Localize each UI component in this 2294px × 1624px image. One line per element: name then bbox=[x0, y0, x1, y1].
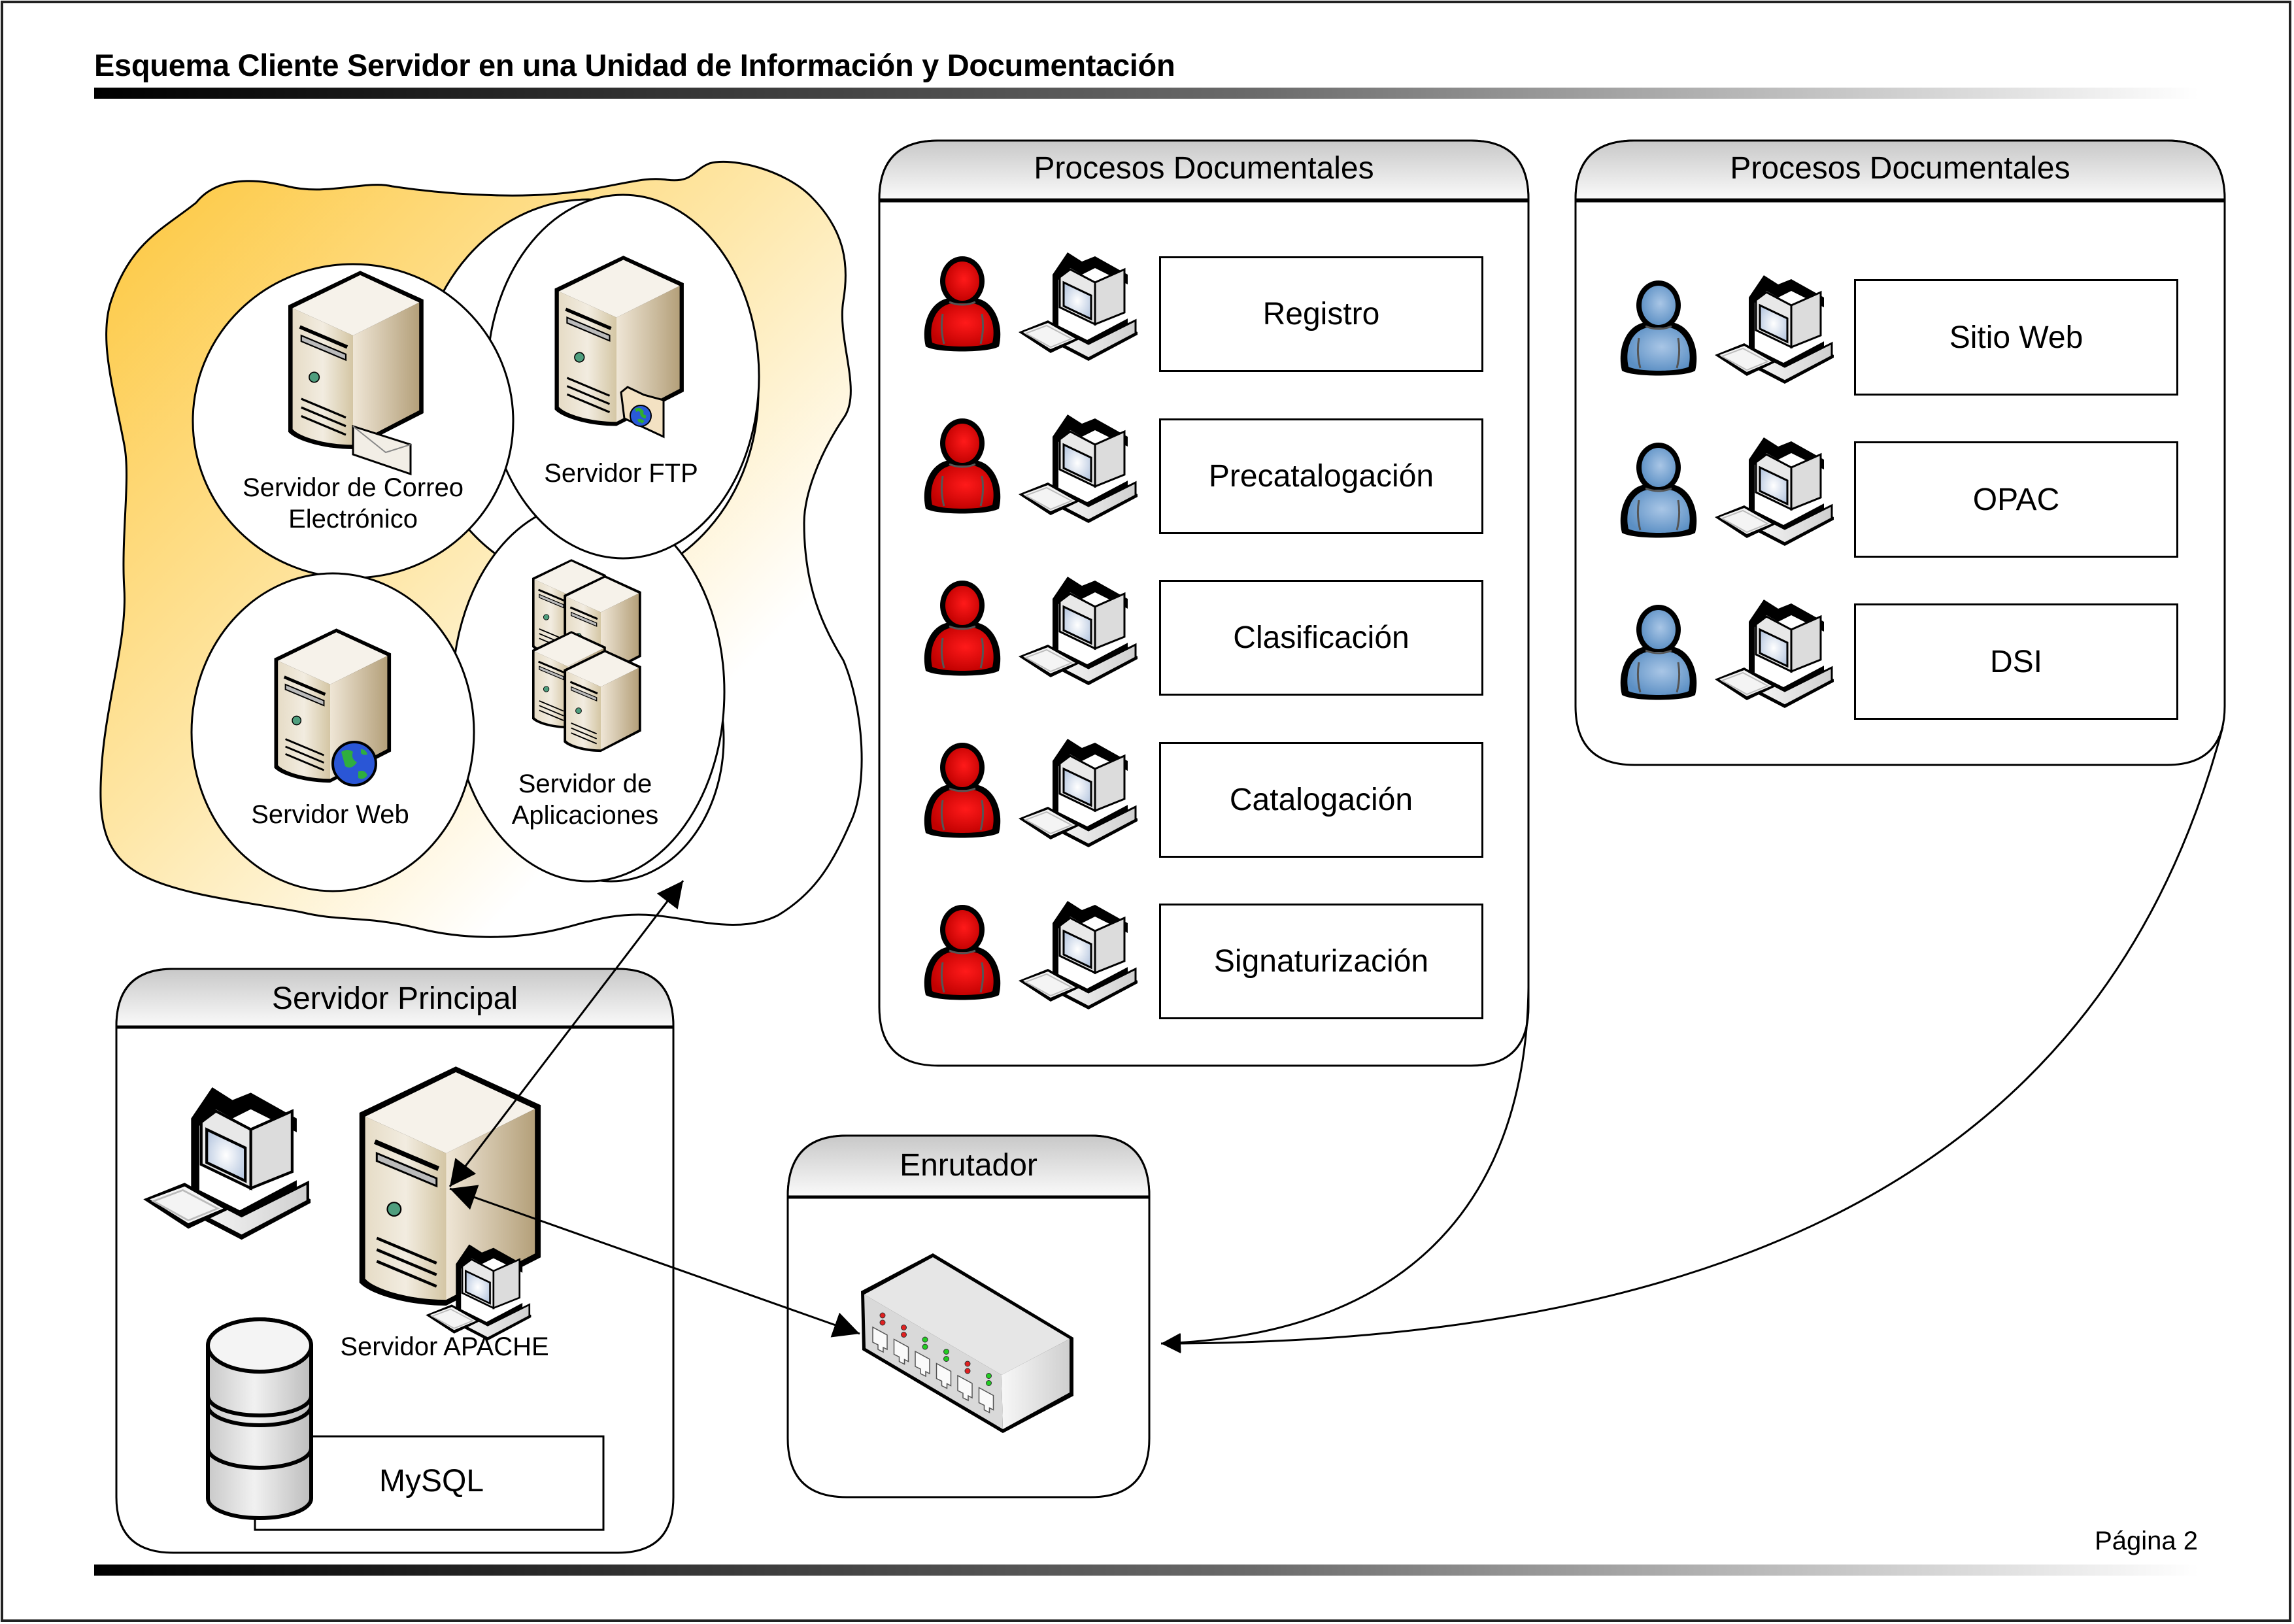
user-icon-red bbox=[924, 743, 1001, 838]
mysql-database-icon bbox=[206, 1317, 605, 1531]
router-port-1 bbox=[872, 1312, 888, 1353]
router-title: Enrutador bbox=[900, 1148, 1037, 1183]
process-box-catalogacion[interactable]: Catalogación bbox=[1159, 742, 1483, 858]
page-title: Esquema Cliente Servidor en una Unidad d… bbox=[94, 48, 1175, 82]
mail-server-icon bbox=[288, 271, 424, 449]
public-processes-title: Procesos Documentales bbox=[1730, 151, 2070, 186]
user-icon-red bbox=[924, 905, 1001, 1000]
footer-rule bbox=[94, 1565, 2199, 1576]
mail-server-label-line2: Electrónico bbox=[288, 505, 418, 533]
process-box-signaturizacion[interactable]: Signaturización bbox=[1159, 904, 1483, 1019]
internal-panel-router-connector bbox=[1160, 987, 1530, 1353]
app-server-label-line1: Servidor de bbox=[518, 770, 652, 798]
ftp-folder-icon bbox=[620, 386, 665, 439]
process-box-dsi[interactable]: DSI bbox=[1854, 603, 2178, 720]
process-box-precatalogacion[interactable]: Precatalogación bbox=[1159, 418, 1483, 534]
router-port-2 bbox=[893, 1325, 909, 1365]
header-rule bbox=[94, 88, 2199, 99]
web-server-label: Servidor Web bbox=[251, 800, 409, 829]
router-port-6 bbox=[978, 1373, 994, 1413]
internal-processes-title: Procesos Documentales bbox=[1034, 151, 1374, 186]
router-port-5 bbox=[957, 1361, 973, 1402]
mail-server-label: Servidor de Correo Electrónico bbox=[222, 472, 484, 535]
apache-router-connector bbox=[449, 1185, 860, 1338]
mail-server-label-line1: Servidor de Correo bbox=[243, 473, 464, 502]
process-box-sitio-web[interactable]: Sitio Web bbox=[1854, 279, 2178, 396]
router-port-3 bbox=[915, 1336, 930, 1378]
user-icon-red bbox=[924, 581, 1001, 676]
user-icon-red bbox=[924, 418, 1001, 514]
app-server-label: Servidor de Aplicaciones bbox=[487, 768, 683, 831]
globe-icon bbox=[331, 741, 377, 787]
user-icon-red bbox=[924, 256, 1001, 352]
process-box-clasificacion[interactable]: Clasificación bbox=[1159, 580, 1483, 696]
main-server-title: Servidor Principal bbox=[271, 981, 518, 1016]
apache-server-label: Servidor APACHE bbox=[340, 1332, 549, 1361]
user-icon-blue bbox=[1620, 605, 1697, 700]
process-box-registro[interactable]: Registro bbox=[1159, 256, 1483, 372]
user-icon-blue bbox=[1620, 280, 1697, 376]
app-server-label-line2: Aplicaciones bbox=[511, 801, 659, 830]
router-switch-icon bbox=[861, 1253, 1073, 1433]
mysql-label: MySQL bbox=[379, 1464, 484, 1498]
envelope-icon bbox=[352, 424, 412, 476]
page-number: Página 2 bbox=[2095, 1527, 2198, 1555]
application-servers-icon bbox=[531, 558, 642, 753]
ftp-server-label: Servidor FTP bbox=[544, 459, 698, 488]
process-box-opac[interactable]: OPAC bbox=[1854, 441, 2178, 558]
router-port-4 bbox=[936, 1349, 952, 1389]
user-icon-blue bbox=[1620, 443, 1697, 538]
cloud-apache-connector bbox=[448, 880, 684, 1187]
public-panel-router-connector bbox=[1160, 726, 2224, 1353]
